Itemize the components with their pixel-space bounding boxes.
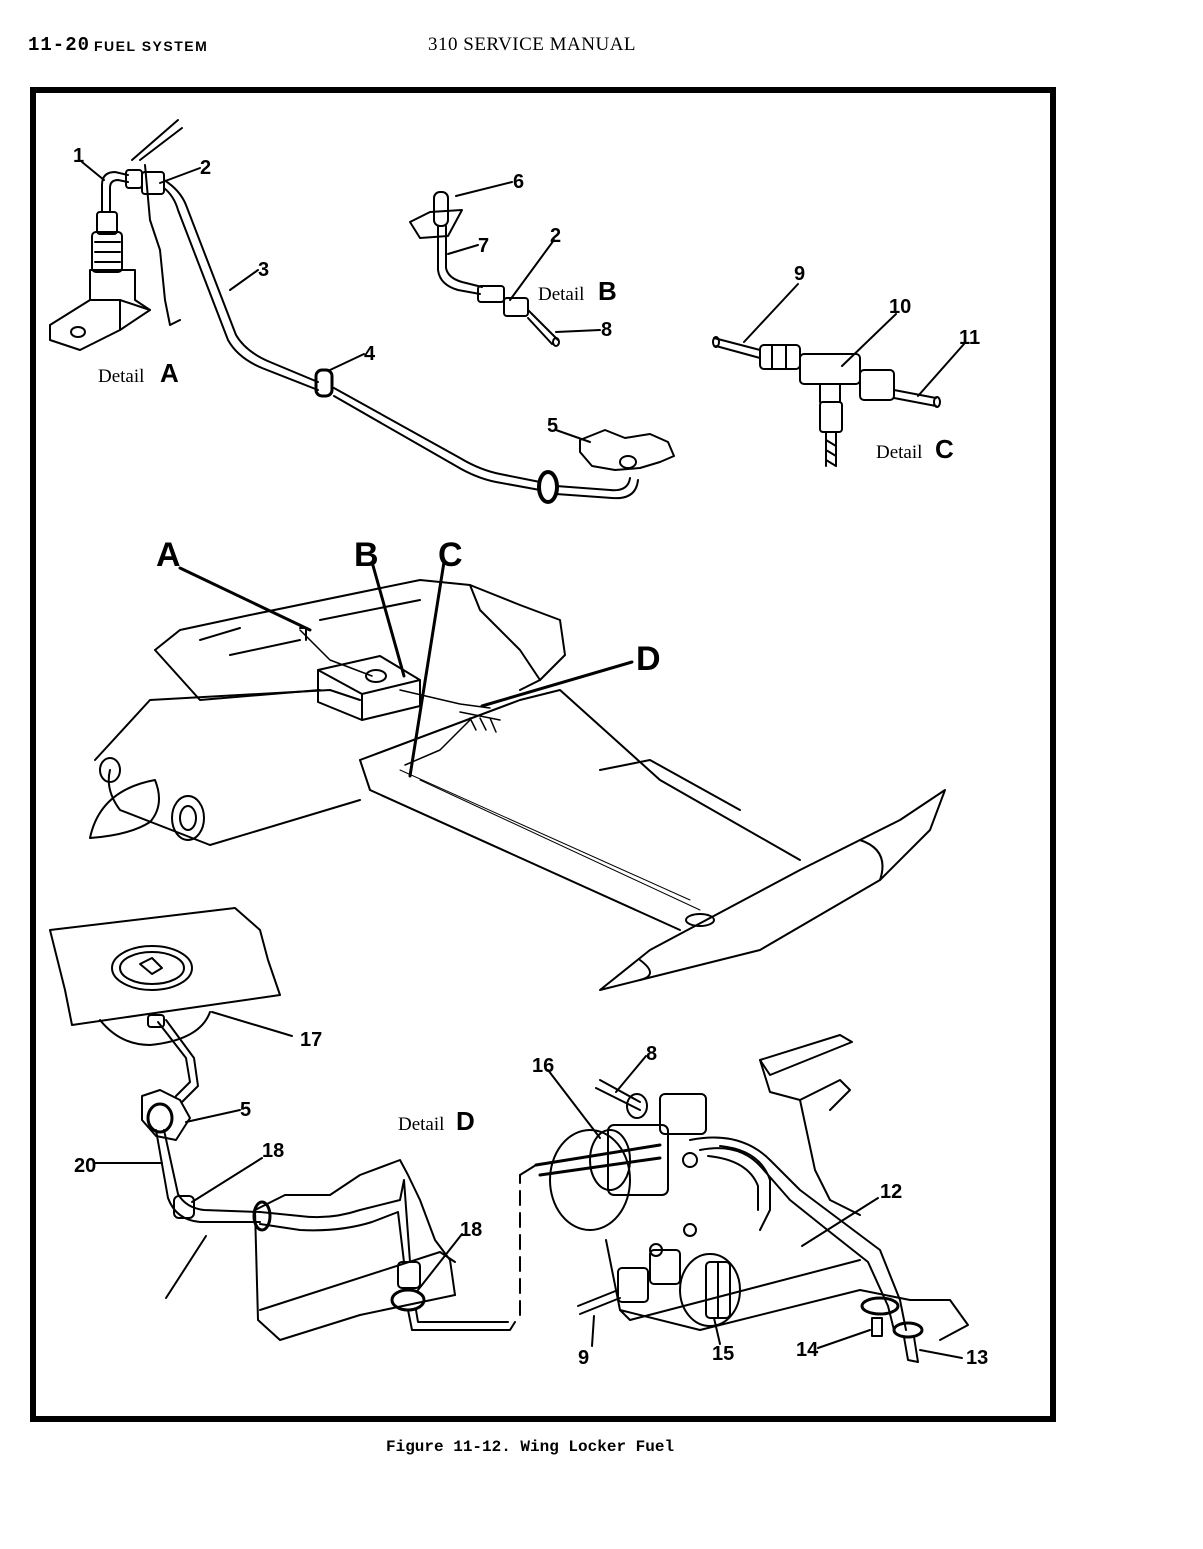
callout-7: 7: [478, 235, 489, 257]
location-d: D: [636, 640, 661, 678]
callout-labels: 1 2 3 4 5 6 7 2 8 9 10 11 17 5 20 18 18 …: [73, 145, 988, 1369]
detail-d-word: Detail: [398, 1114, 444, 1135]
callout-1: 1: [73, 145, 84, 167]
detail-d-letter: D: [456, 1106, 475, 1136]
callout-15: 15: [712, 1343, 734, 1365]
manual-title: 310 SERVICE MANUAL: [428, 34, 637, 55]
callout-10: 10: [889, 296, 911, 318]
figure-frame: [30, 87, 1056, 1422]
callout-12: 12: [880, 1181, 902, 1203]
callout-2: 2: [200, 157, 211, 179]
detail-d-drawing: [49, 907, 969, 1363]
detail-c-letter: C: [935, 434, 954, 464]
callout-11: 11: [959, 327, 980, 349]
callout-14: 14: [796, 1339, 819, 1361]
callout-16: 16: [532, 1055, 554, 1077]
callout-4: 4: [364, 343, 376, 365]
callout-8d: 8: [646, 1043, 657, 1065]
callout-20: 20: [74, 1155, 96, 1177]
section-title: FUEL SYSTEM: [94, 38, 209, 54]
callout-8: 8: [601, 319, 612, 341]
detail-a-letter: A: [160, 358, 179, 388]
callout-18a: 18: [262, 1140, 284, 1162]
callout-2b: 2: [550, 225, 561, 247]
detail-b-drawing: [409, 191, 560, 347]
callout-17: 17: [300, 1029, 322, 1051]
callout-9d: 9: [578, 1347, 589, 1369]
callout-5d: 5: [240, 1099, 251, 1121]
detail-a-drawing: [49, 119, 675, 504]
callout-9: 9: [794, 263, 805, 285]
detail-a-word: Detail: [98, 366, 144, 387]
location-c: C: [438, 536, 463, 574]
callout-3: 3: [258, 259, 269, 281]
detail-c-drawing: [712, 336, 941, 467]
detail-b-word: Detail: [538, 284, 584, 305]
figure-caption: Figure 11-12. Wing Locker Fuel: [386, 1438, 675, 1456]
leader-lines: [81, 161, 965, 1359]
location-a: A: [156, 536, 181, 574]
location-b: B: [354, 536, 379, 574]
aircraft-drawing: [89, 579, 946, 991]
detail-c-word: Detail: [876, 442, 922, 463]
callout-5: 5: [547, 415, 558, 437]
page-number: 11-20: [28, 34, 91, 56]
callout-6: 6: [513, 171, 524, 193]
detail-b-letter: B: [598, 276, 617, 306]
callout-18b: 18: [460, 1219, 482, 1241]
callout-13: 13: [966, 1347, 988, 1369]
